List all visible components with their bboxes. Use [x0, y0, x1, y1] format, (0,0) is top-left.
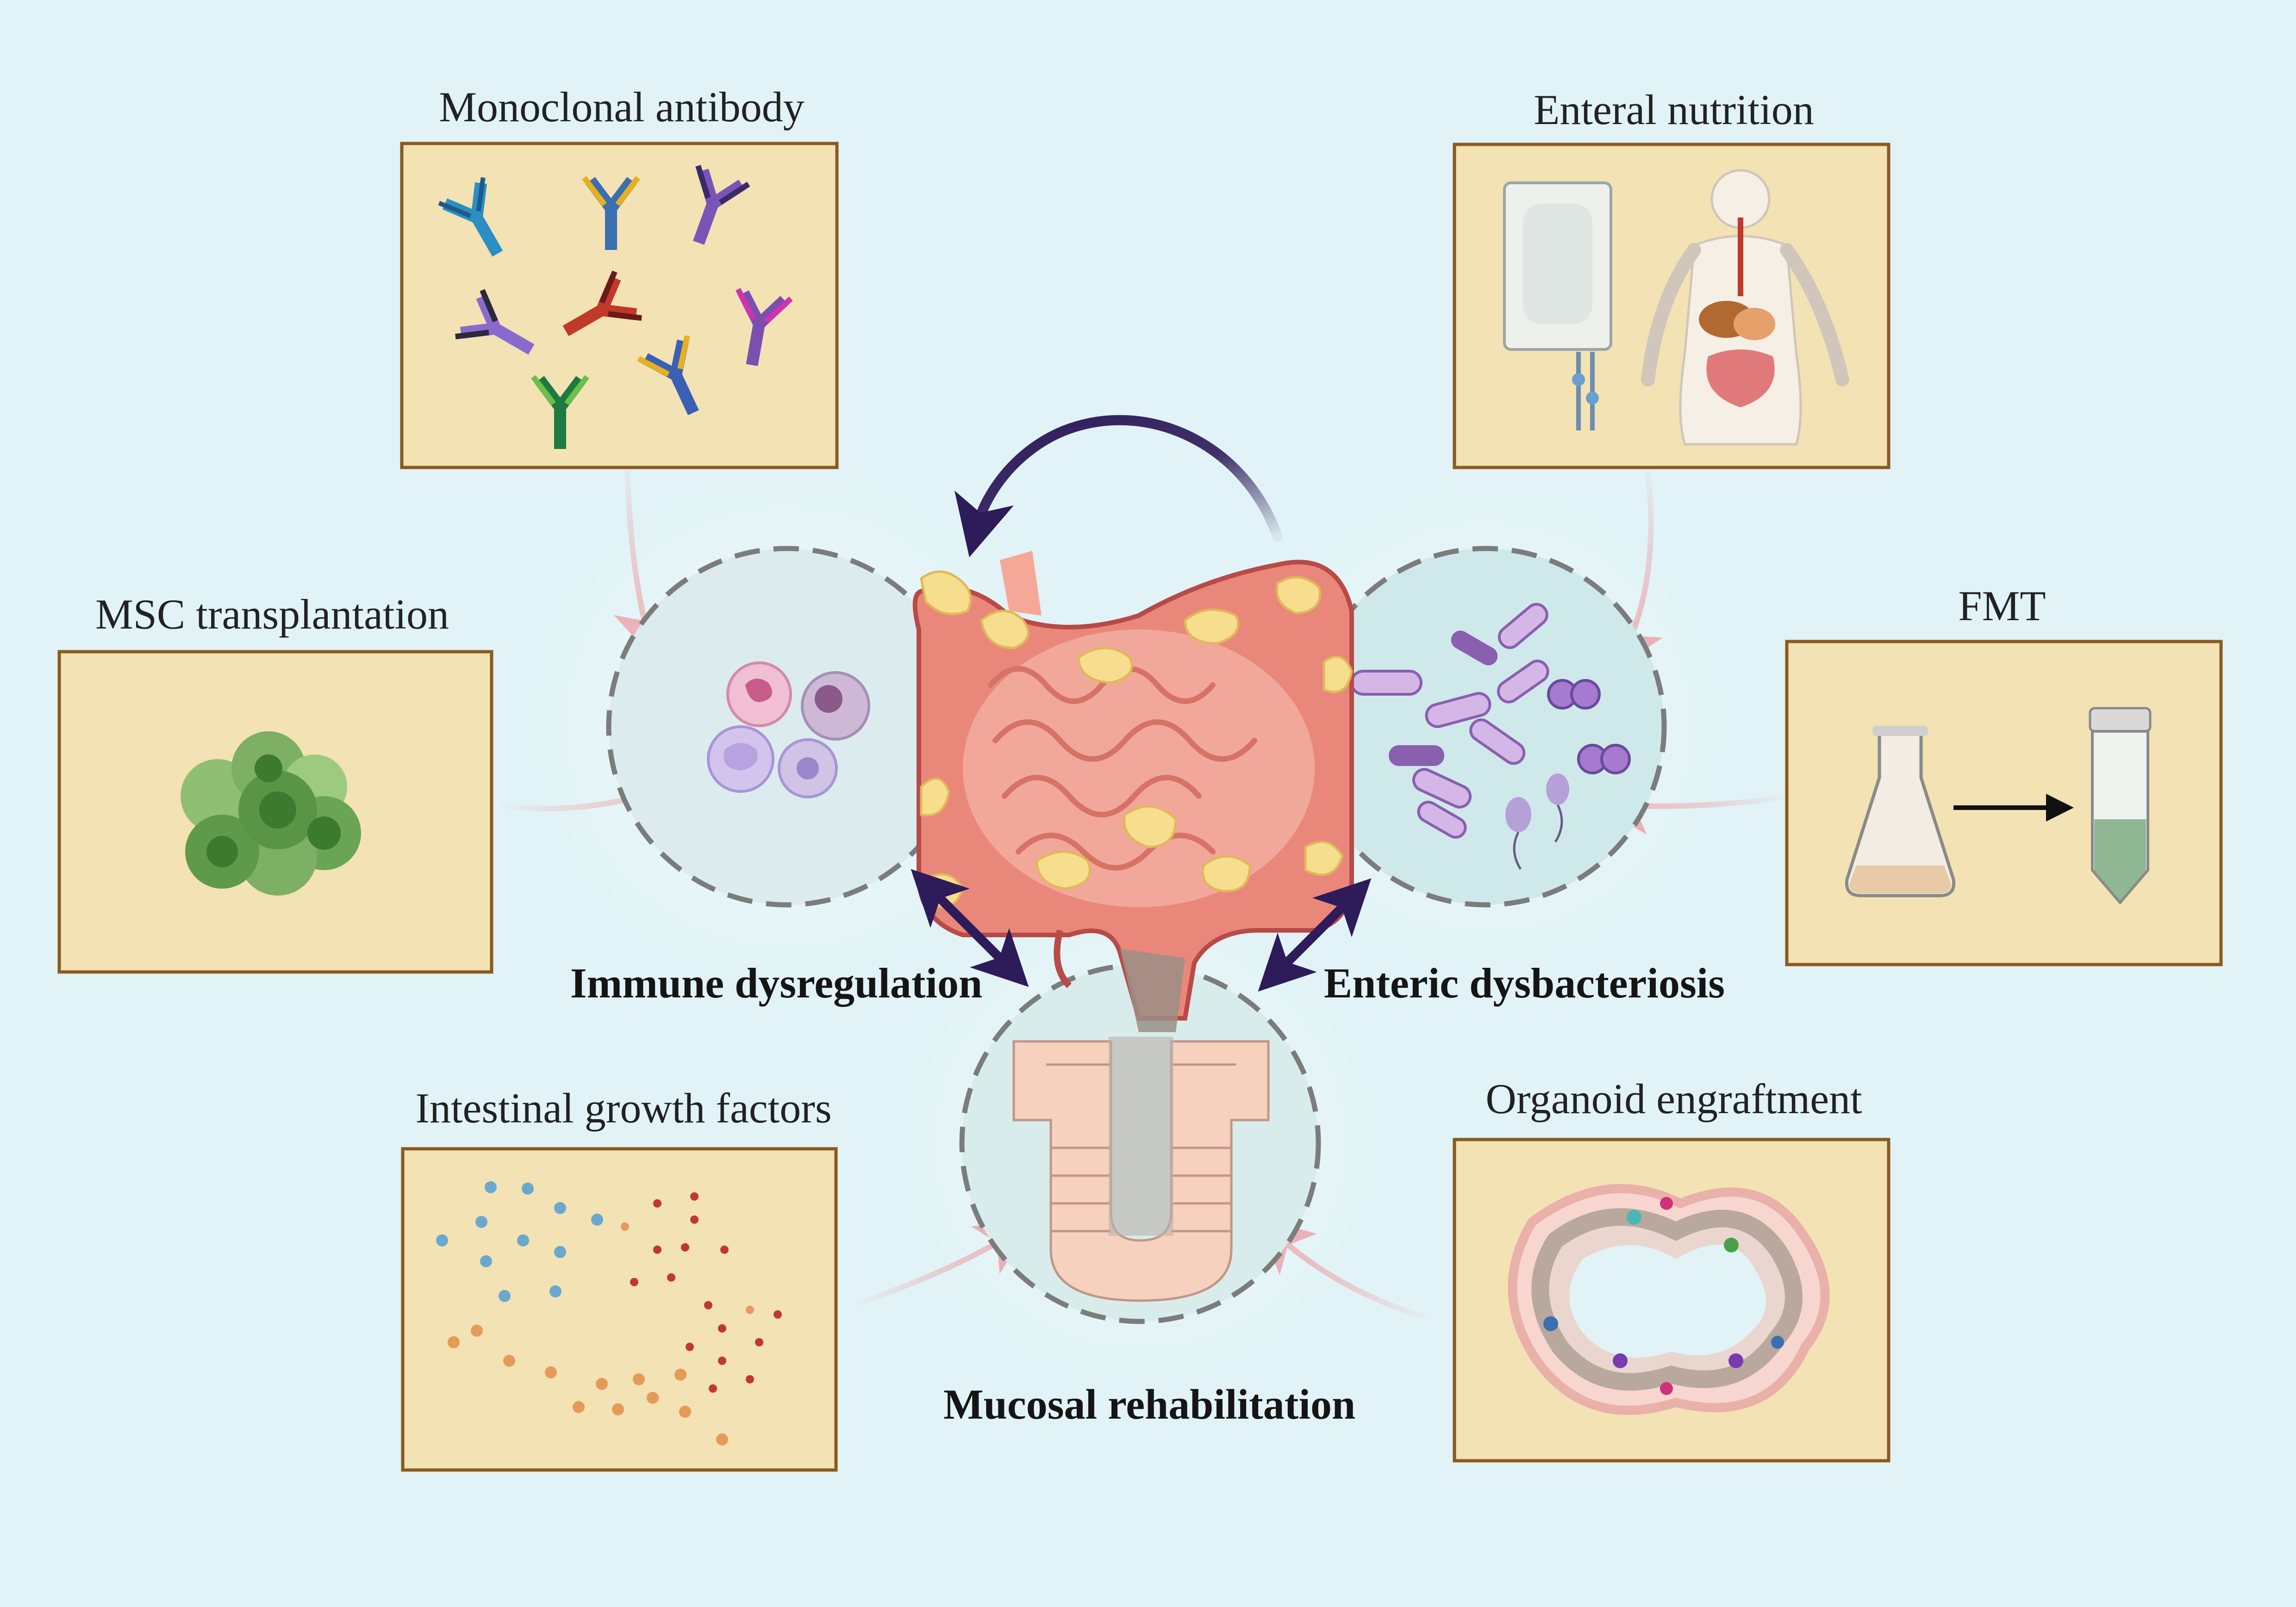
label-immune-dysregulation: Immune dysregulation [570, 959, 982, 1007]
antibody-icon [562, 270, 642, 336]
antibody-icon [582, 176, 640, 250]
label-mucosal-rehabilitation: Mucosal rehabilitation [943, 1381, 1355, 1428]
title-enteral-nutrition: Enteral nutrition [1534, 86, 1814, 133]
antibody-icon [693, 165, 750, 245]
bacterium-icon [1451, 630, 1498, 666]
title-organoid-engraftment: Organoid engraftment [1485, 1075, 1862, 1122]
enteric-dysbacteriosis-circle [1305, 546, 1667, 908]
feeding-bag-icon [1503, 181, 1612, 430]
antibody-icon [455, 289, 535, 355]
double-arrow-immune-mucosal [911, 869, 1029, 987]
bacterium-icon [1546, 773, 1569, 805]
organoid-ring-icon [1508, 1184, 1830, 1415]
immune-dysregulation-circle [606, 546, 968, 908]
antibody-icon [637, 335, 699, 416]
human-body-icon [1641, 169, 1849, 446]
bacterium-icon [1417, 801, 1467, 839]
bacterium-icon [1412, 768, 1472, 809]
antibody-icon [438, 177, 503, 257]
bacterium-icon [1350, 670, 1423, 696]
panel-intestinal-growth-factors: Intestinal growth factors [401, 1084, 838, 1472]
bacteria-icons [1350, 603, 1631, 870]
curved-arrow-dysbacteriosis-to-immune [955, 415, 1283, 558]
title-intestinal-growth-factors: Intestinal growth factors [415, 1084, 831, 1132]
flask-icon [1845, 726, 1956, 897]
bacterium-icon [1497, 660, 1549, 704]
panel-msc-transplantation: MSC transplantation [57, 591, 493, 974]
antibody-icon-group [438, 165, 793, 449]
double-arrow-dysbacteriosis-mucosal [1258, 878, 1372, 992]
title-msc-transplantation: MSC transplantation [95, 591, 449, 638]
panel-monoclonal-antibody: Monoclonal antibody [400, 83, 839, 469]
panel-fmt: FMT [1785, 582, 2223, 966]
panel-enteral-nutrition: Enteral nutrition [1453, 86, 1890, 469]
antibody-icon [736, 288, 793, 366]
bacterium-icon [1570, 679, 1601, 710]
bacterium-icon [1505, 797, 1531, 832]
test-tube-icon [2089, 707, 2152, 905]
bacterium-icon [1600, 744, 1631, 774]
bacterium-icon [1497, 603, 1548, 649]
bacterium-icon [1469, 718, 1526, 765]
title-monoclonal-antibody: Monoclonal antibody [439, 83, 805, 131]
intestinal-crypt-icon [1012, 1037, 1270, 1302]
title-fmt: FMT [1958, 582, 2046, 629]
antibody-icon [531, 375, 589, 449]
immune-cells-icon [707, 661, 870, 798]
growth-factor-dots [436, 1181, 782, 1445]
label-enteric-dysbacteriosis: Enteric dysbacteriosis [1324, 959, 1725, 1007]
bacterium-icon [1425, 692, 1491, 728]
mucosal-rehabilitation-circle [959, 962, 1321, 1324]
panel-organoid-engraftment: Organoid engraftment [1453, 1075, 1890, 1463]
stem-cell-cluster-icon [181, 731, 361, 896]
bacterium-icon [1389, 745, 1444, 766]
